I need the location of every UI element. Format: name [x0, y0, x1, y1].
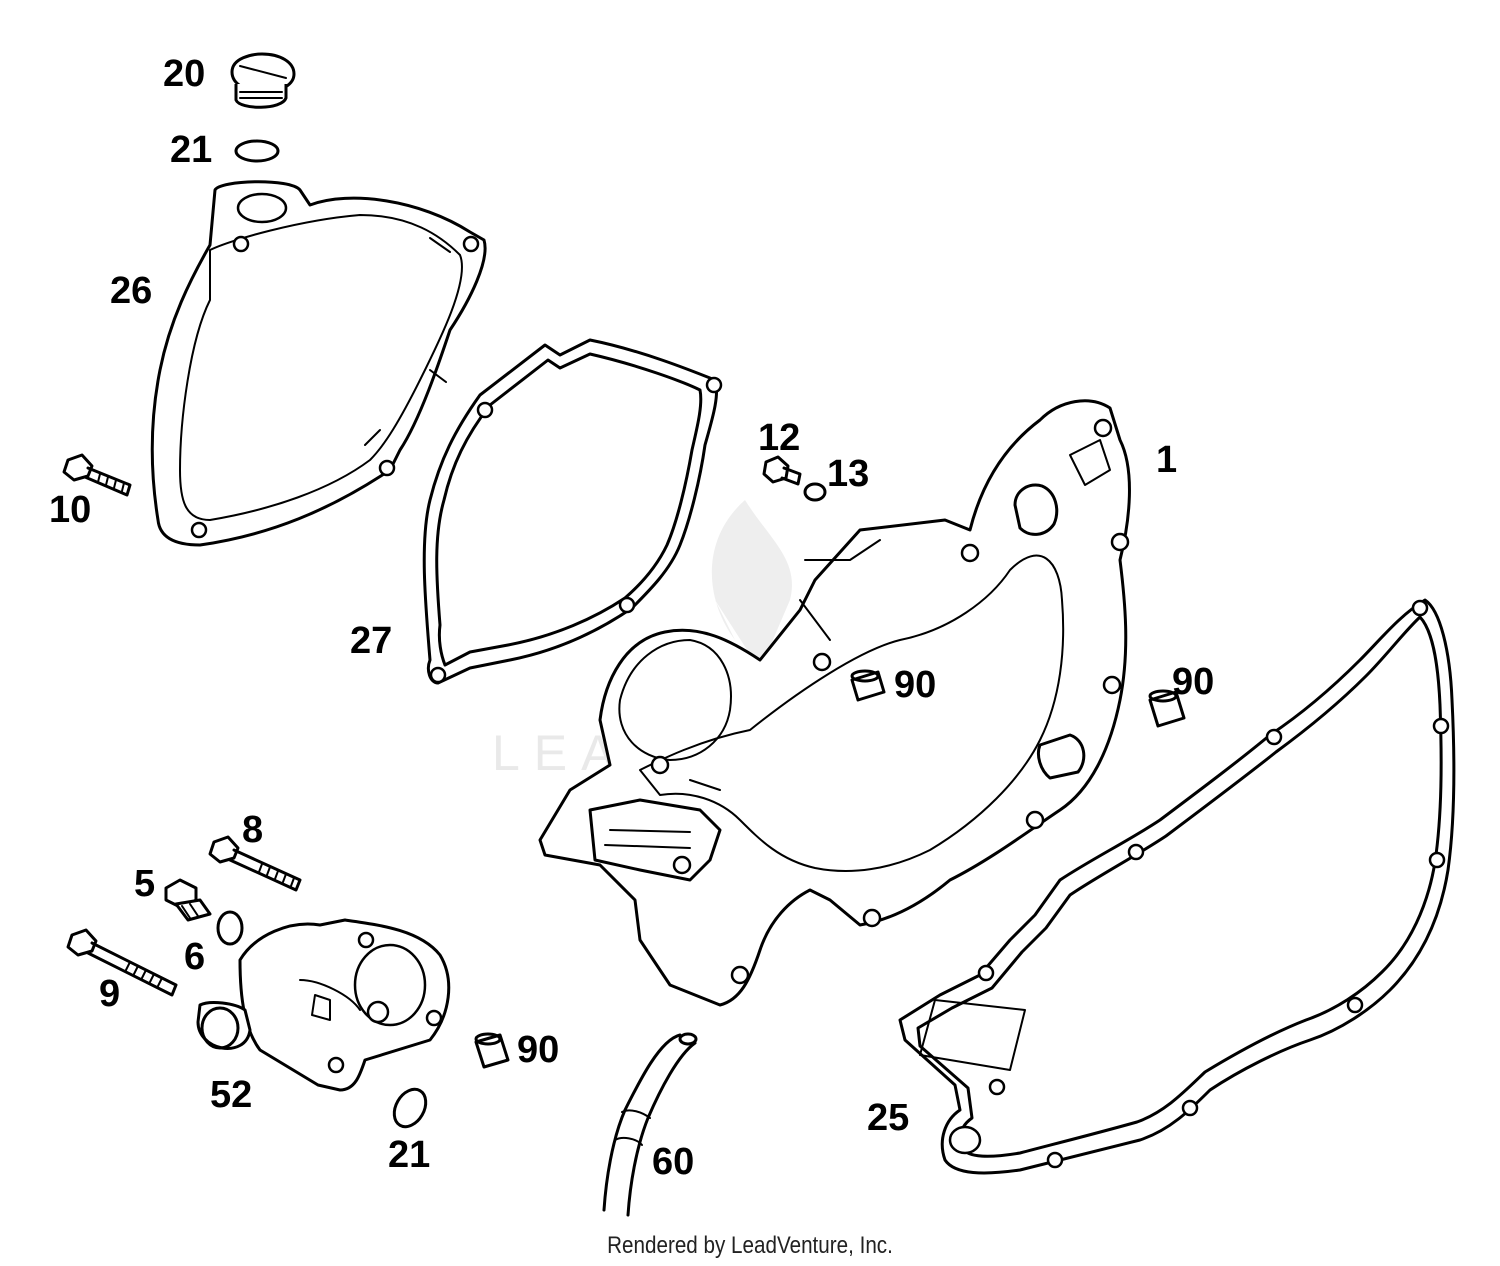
callout-labels: 20 21 26 10 27 12 13 1 90 90 8 5 6 9 52 … — [49, 53, 1214, 1183]
part-12-bolt[interactable] — [762, 455, 802, 486]
part-21-o-ring-bottom[interactable] — [388, 1084, 432, 1133]
part-52-water-pump-cover[interactable] — [196, 918, 451, 1092]
callout-60: 60 — [652, 1141, 694, 1183]
callout-20: 20 — [163, 53, 205, 95]
callout-12: 12 — [758, 417, 800, 459]
part-90-dowel-c[interactable] — [474, 1032, 510, 1069]
part-90-dowel-a[interactable] — [850, 669, 886, 702]
callout-8: 8 — [242, 809, 263, 851]
callout-10: 10 — [49, 489, 91, 531]
part-27-gasket[interactable] — [422, 338, 723, 685]
footer-credit: Rendered by LeadVenture, Inc. — [607, 1232, 893, 1259]
callout-9: 9 — [99, 973, 120, 1015]
part-13-washer[interactable] — [803, 482, 827, 502]
part-6-washer[interactable] — [216, 910, 244, 946]
part-90-dowel-b[interactable] — [1148, 689, 1186, 728]
callout-25: 25 — [867, 1097, 909, 1139]
callout-26: 26 — [110, 270, 152, 312]
part-20-filler-plug[interactable] — [230, 52, 296, 109]
part-21-o-ring-top[interactable] — [234, 139, 280, 163]
part-8-bolt[interactable] — [208, 835, 302, 892]
part-9-bolt[interactable] — [66, 928, 178, 997]
part-10-bolt[interactable] — [62, 453, 132, 497]
watermark-logo-icon — [711, 500, 792, 670]
callout-5: 5 — [134, 863, 155, 905]
callout-90-c: 90 — [517, 1029, 559, 1071]
callout-52: 52 — [210, 1074, 252, 1116]
part-26-clutch-cover[interactable] — [150, 180, 487, 547]
callout-13: 13 — [827, 453, 869, 495]
callout-90-a: 90 — [894, 664, 936, 706]
part-60-hose[interactable] — [602, 1032, 698, 1217]
callout-21-bottom: 21 — [388, 1134, 430, 1176]
callout-6: 6 — [184, 936, 205, 978]
callout-21-top: 21 — [170, 129, 212, 171]
callout-90-b: 90 — [1172, 661, 1214, 703]
part-25-gasket[interactable] — [898, 598, 1456, 1175]
part-1-crankcase-cover[interactable] — [538, 399, 1131, 1007]
callout-27: 27 — [350, 620, 392, 662]
callout-1: 1 — [1156, 439, 1177, 481]
part-5-plug[interactable] — [164, 878, 212, 922]
